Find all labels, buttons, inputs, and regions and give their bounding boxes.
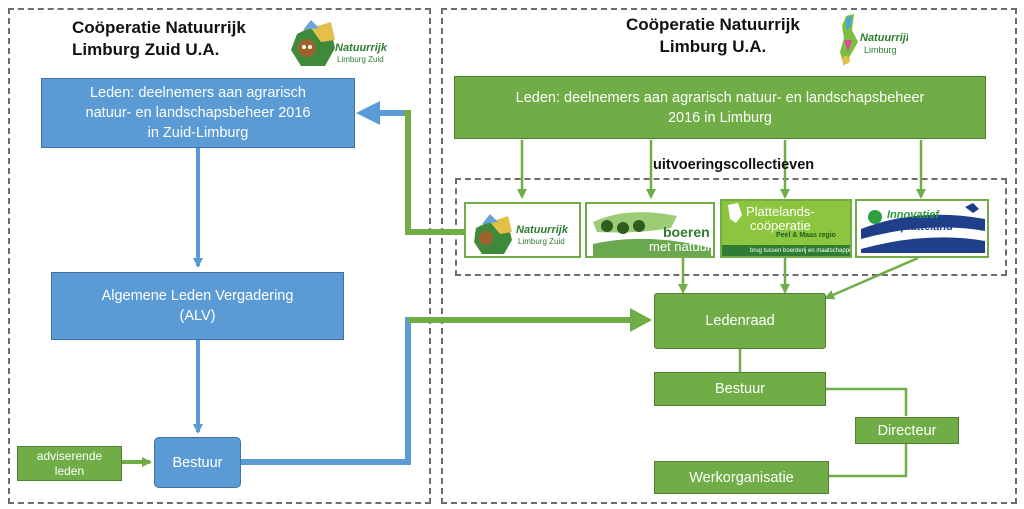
- collectief-boeren-met-natuur: boeren met natuur: [585, 202, 715, 258]
- bestuur-left-box: Bestuur: [154, 437, 241, 488]
- natuurrijk-limburg-logo: Natuurrijk Limburg: [832, 12, 908, 68]
- werkorganisatie-box: Werkorganisatie: [654, 461, 829, 494]
- ledenraad-box: Ledenraad: [654, 293, 826, 349]
- connector-bestuur-to-ledenraad: [241, 317, 628, 465]
- uitvoeringscollectieven-label: uitvoeringscollectieven: [653, 157, 815, 173]
- left-panel: [8, 8, 431, 504]
- right-title: Coöperatie Natuurrijk Limburg U.A.: [626, 15, 800, 56]
- alv-box: Algemene Leden Vergadering (ALV): [51, 272, 344, 340]
- left-title: Coöperatie Natuurrijk Limburg Zuid U.A.: [72, 18, 246, 59]
- directeur-box: Directeur: [855, 417, 959, 444]
- right-panel: [441, 8, 1017, 504]
- collectives-group: [455, 178, 1007, 276]
- adviserende-leden-box: adviserende leden: [17, 446, 122, 481]
- connector-collectief-to-leden: [380, 110, 464, 235]
- leden-zuid-limburg-box: Leden: deelnemers aan agrarisch natuur- …: [41, 78, 355, 148]
- collectief-innovatief-platteland: Innovatief platteland: [855, 199, 989, 258]
- collectief-natuurrijk-limburg-zuid: Natuurrijk Limburg Zuid: [464, 202, 581, 258]
- collectief-plattelandscooperatie: Plattelands- coöperatie Peel & Maas regi…: [720, 199, 852, 258]
- natuurrijk-zuid-logo: Natuurrijk Limburg Zuid: [283, 18, 391, 70]
- leden-limburg-box: Leden: deelnemers aan agrarisch natuur- …: [454, 76, 986, 139]
- bestuur-right-box: Bestuur: [654, 372, 826, 406]
